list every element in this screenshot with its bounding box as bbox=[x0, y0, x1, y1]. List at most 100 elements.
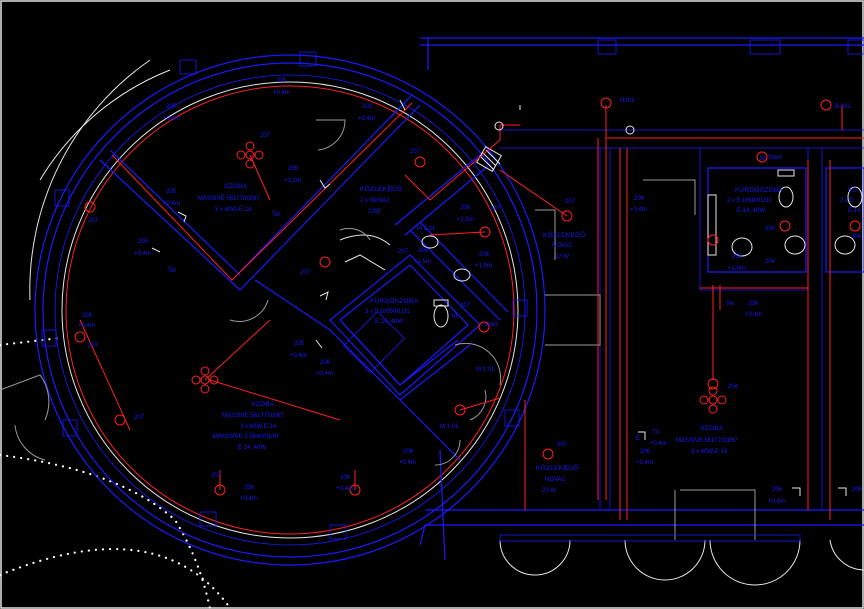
svg-text:+1,5m: +1,5m bbox=[475, 263, 492, 269]
svg-text:204: 204 bbox=[765, 226, 776, 232]
room-name: KÖZLEKEDŐ bbox=[536, 463, 578, 472]
svg-text:206: 206 bbox=[732, 254, 743, 260]
round-wall-face bbox=[54, 74, 526, 546]
svg-text:H201: H201 bbox=[620, 98, 635, 104]
svg-text:+0,4m: +0,4m bbox=[316, 371, 333, 377]
svg-text:Tel: Tel bbox=[726, 301, 734, 307]
light-points bbox=[74, 97, 861, 496]
ceiling-light-icon bbox=[191, 366, 219, 394]
luminaire-spec: &MASSIVE 1 5640/01/67 bbox=[212, 434, 280, 440]
svg-text:Tel: Tel bbox=[272, 212, 280, 218]
luminaire-spec: E 14, 40W bbox=[737, 208, 765, 214]
electrical-wiring bbox=[79, 102, 864, 520]
svg-text:205: 205 bbox=[138, 239, 149, 245]
staircase-hatch bbox=[476, 146, 502, 172]
round-floor-edge bbox=[61, 81, 519, 539]
luminaire-spec: E 14 bbox=[848, 208, 861, 214]
svg-text:M: M bbox=[452, 314, 457, 320]
luminaire-spec: 3 x 40W-E 14 bbox=[691, 449, 728, 455]
svg-text:207: 207 bbox=[565, 199, 576, 205]
svg-text:Szell.: Szell. bbox=[768, 155, 783, 161]
site-boundary-line bbox=[0, 453, 212, 609]
svg-text:+1,5m: +1,5m bbox=[728, 266, 745, 272]
svg-text:206: 206 bbox=[340, 475, 351, 481]
svg-text:205: 205 bbox=[276, 78, 287, 84]
svg-text:204: 204 bbox=[851, 234, 862, 240]
luminaire-spec: MASSIVE 56177/03/67 bbox=[198, 196, 260, 202]
luminaire-spec: 22 W bbox=[555, 254, 569, 260]
svg-text:206: 206 bbox=[418, 248, 429, 254]
svg-text:+0,4m: +0,4m bbox=[630, 207, 647, 213]
svg-text:206: 206 bbox=[460, 205, 471, 211]
site-boundary-line bbox=[0, 548, 232, 609]
svg-text:+0,4m: +0,4m bbox=[163, 201, 180, 207]
luminaire-spec: 22W bbox=[368, 209, 381, 215]
round-outer-edge bbox=[29, 59, 151, 301]
bathroom-right-fixtures bbox=[707, 169, 863, 257]
room-name: SZOBA bbox=[224, 183, 248, 190]
door-swings bbox=[0, 119, 756, 540]
svg-text:207: 207 bbox=[134, 415, 145, 421]
luminaire-spec: 3 x 5 1069/01/31 bbox=[365, 309, 410, 315]
svg-text:207: 207 bbox=[557, 442, 568, 448]
luminaire-spec: 2 x 5 1069/01/31 bbox=[727, 198, 772, 204]
svg-text:+1,2m: +1,2m bbox=[284, 178, 301, 184]
wall-pillars bbox=[41, 51, 528, 540]
svg-text:204: 204 bbox=[728, 384, 739, 390]
svg-text:206: 206 bbox=[320, 360, 331, 366]
room-name: FÜ bbox=[848, 186, 857, 194]
ceiling-light-clusters bbox=[191, 141, 727, 414]
svg-text:206: 206 bbox=[479, 252, 490, 258]
round-outer-wall-inner bbox=[42, 62, 538, 558]
svg-text:206: 206 bbox=[748, 301, 759, 307]
bottom-door-arcs bbox=[499, 534, 864, 586]
svg-text:207: 207 bbox=[88, 218, 99, 224]
round-outer-edge bbox=[39, 69, 171, 181]
svg-text:+0,4m: +0,4m bbox=[636, 460, 653, 466]
svg-text:M 1 01: M 1 01 bbox=[476, 367, 495, 373]
svg-text:205: 205 bbox=[294, 341, 305, 347]
svg-text:+1,5m: +1,5m bbox=[457, 217, 474, 223]
svg-text:M 1 01: M 1 01 bbox=[417, 226, 436, 232]
ceiling-light-icon bbox=[699, 386, 727, 414]
svg-text:207: 207 bbox=[211, 473, 222, 479]
room-name: FÜRDŐSZOBA bbox=[735, 185, 784, 194]
svg-text:+0,4m: +0,4m bbox=[134, 251, 151, 257]
ceiling-light-icon bbox=[236, 141, 264, 169]
svg-text:+0,4m: +0,4m bbox=[163, 116, 180, 122]
svg-text:204: 204 bbox=[765, 259, 776, 265]
round-outer-wall bbox=[34, 54, 546, 566]
circuit-labels: 205 +0,4m 205 +0,4m 205 +0,4m 207 206 +1… bbox=[78, 78, 863, 505]
svg-text:+0,4m: +0,4m bbox=[399, 460, 416, 466]
luminaire-spec: 22 W bbox=[542, 488, 556, 494]
bathroom-middle bbox=[329, 234, 481, 396]
svg-text:+0,4m: +0,4m bbox=[290, 353, 307, 359]
svg-text:206: 206 bbox=[288, 166, 299, 172]
wing-walls bbox=[419, 37, 864, 546]
site-boundary-line bbox=[0, 336, 62, 347]
room-name: FÜRDŐSZOBA bbox=[370, 296, 419, 305]
svg-text:+0,4m: +0,4m bbox=[78, 323, 95, 329]
svg-text:E: E bbox=[636, 436, 640, 442]
svg-text:+0,4m: +0,4m bbox=[768, 499, 785, 505]
svg-text:205: 205 bbox=[82, 313, 93, 319]
luminaire-spec: E 14, 40W bbox=[238, 445, 266, 451]
svg-text:207: 207 bbox=[398, 249, 409, 255]
svg-text:206: 206 bbox=[244, 485, 255, 491]
luminaire-spec: MASSIVE 56177/03/67 bbox=[222, 413, 284, 419]
svg-text:+1,5m: +1,5m bbox=[414, 259, 431, 265]
svg-text:Szell.: Szell. bbox=[484, 322, 499, 328]
room-name: KÖZLEKEDŐ bbox=[360, 184, 402, 193]
luminaire-spec: 2 x 5 bbox=[840, 198, 854, 204]
room-name: SZOBA bbox=[700, 425, 724, 432]
svg-text:205: 205 bbox=[166, 189, 177, 195]
round-cable-loop bbox=[65, 85, 515, 535]
svg-text:B 201: B 201 bbox=[835, 104, 851, 110]
svg-text:207: 207 bbox=[410, 149, 421, 155]
svg-text:207: 207 bbox=[88, 343, 99, 349]
svg-text:206: 206 bbox=[403, 449, 414, 455]
luminaire-spec: MASSIVE 56177/03/67 bbox=[676, 438, 738, 444]
svg-text:205: 205 bbox=[362, 104, 373, 110]
